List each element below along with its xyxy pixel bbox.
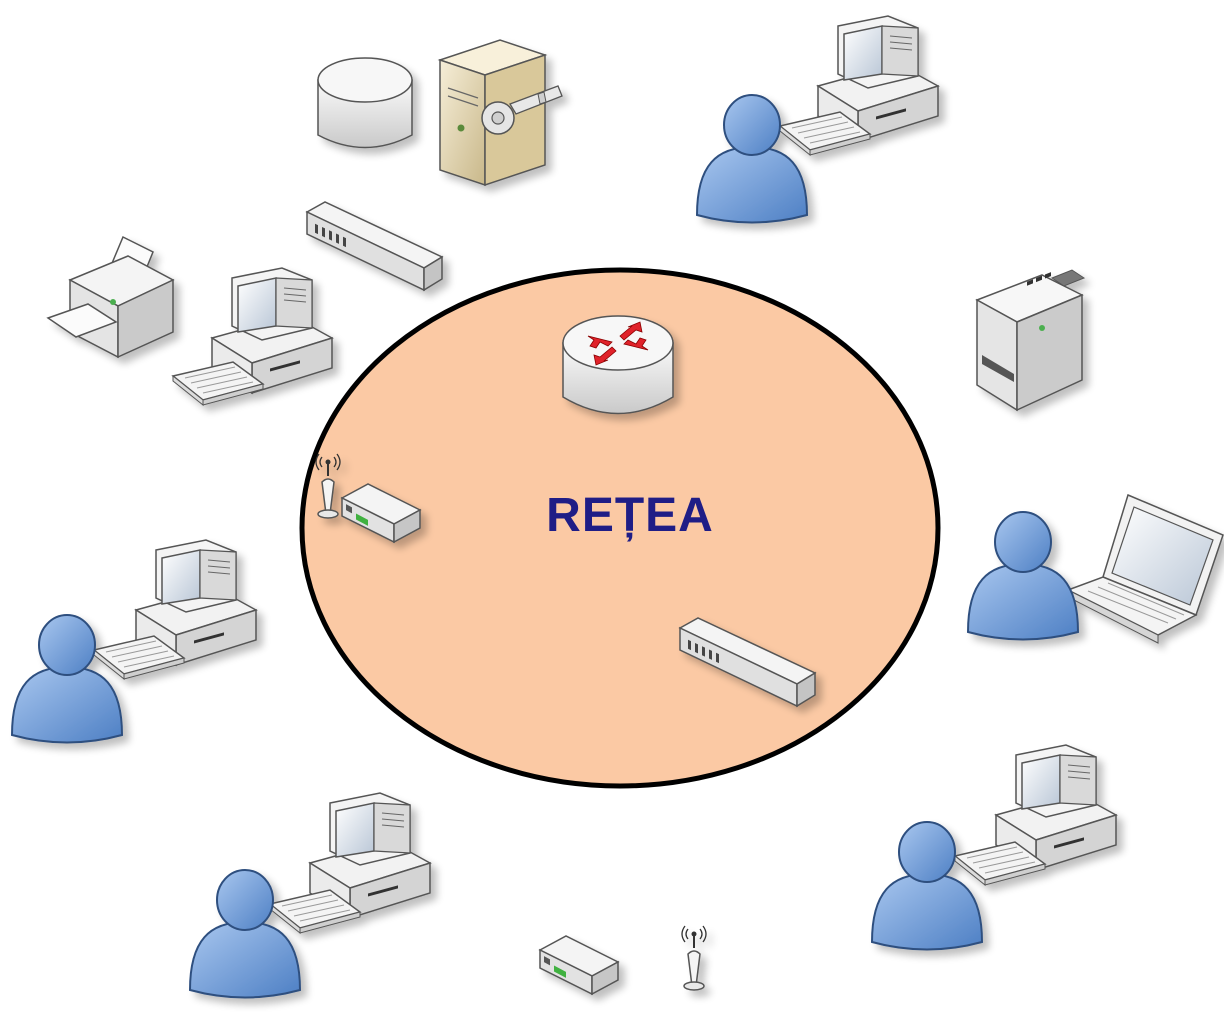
- user-workstation-bottomright[interactable]: [871, 744, 1117, 951]
- auth-server-icon[interactable]: [437, 39, 563, 187]
- network-label: REȚEA: [546, 489, 714, 542]
- fax-printer-right-icon[interactable]: [975, 269, 1086, 412]
- printer-left-icon[interactable]: [46, 235, 175, 359]
- router-icon[interactable]: [562, 315, 674, 415]
- user-workstation-topright[interactable]: [696, 15, 939, 224]
- user-workstation-left[interactable]: [11, 539, 257, 744]
- user-workstation-bottomleft[interactable]: [189, 792, 431, 999]
- switch-top-icon[interactable]: [306, 201, 443, 291]
- database-icon[interactable]: [317, 57, 413, 149]
- workstation-topleft-icon[interactable]: [172, 267, 333, 406]
- wireless-bottom[interactable]: [539, 925, 707, 995]
- user-laptop-right[interactable]: [967, 493, 1224, 644]
